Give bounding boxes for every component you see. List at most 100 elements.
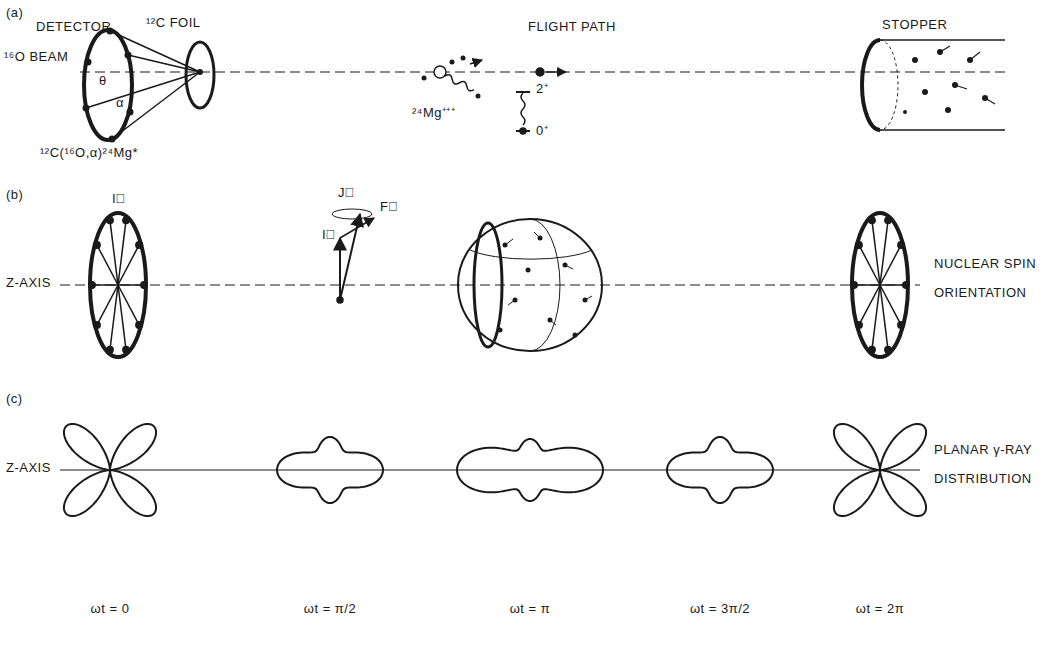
drawing-part: [422, 76, 427, 81]
drawing-part: [498, 328, 503, 333]
gamma-transition: [521, 93, 525, 125]
drawing-part: [127, 109, 134, 116]
random-spin-arrows: [505, 232, 592, 325]
spin-spoke: [872, 285, 880, 350]
drawing-part: [461, 56, 466, 61]
stopper-wall: [880, 39, 1005, 41]
panel-a: [80, 28, 1010, 143]
level-dot: [520, 128, 526, 134]
stopper-rim: [880, 40, 898, 130]
spin-spoke: [110, 220, 118, 285]
panel-b: [60, 209, 920, 357]
recoil-arrow: [546, 71, 566, 73]
drawing-part: [450, 60, 455, 65]
spin-spoke: [880, 285, 888, 350]
spin-dot: [89, 282, 95, 288]
drawing-part: [903, 110, 907, 114]
stopped-nuclei: [903, 49, 988, 114]
spin-dot: [123, 346, 129, 352]
spin-dot: [898, 242, 904, 248]
label: θ: [99, 74, 107, 89]
recoil-arrow: [470, 60, 482, 64]
drawing-part: [83, 105, 90, 112]
spin-disc: [90, 213, 146, 357]
spin-dot: [856, 322, 862, 328]
detector-ring: [84, 30, 132, 140]
gamma-distribution: [834, 424, 926, 516]
spin-dot: [136, 242, 142, 248]
label: (c): [6, 392, 23, 407]
level-2plus: [516, 91, 530, 93]
spin-dot: [141, 282, 147, 288]
spin-dot: [885, 217, 891, 223]
label: ²⁴Mg⁺⁺⁺: [412, 106, 455, 121]
label: ωt = 3π/2: [690, 602, 750, 617]
drawing-part: [109, 136, 116, 143]
drawing-part: [922, 89, 928, 95]
z-axis: [60, 284, 920, 285]
spin-dot: [136, 322, 142, 328]
label: Z-AXIS: [6, 461, 51, 476]
spin-vector-f: [340, 218, 374, 238]
spin-spoke: [118, 245, 139, 285]
recoil-nucleus: [536, 68, 544, 76]
spin-dot: [903, 282, 909, 288]
spin-dot: [869, 217, 875, 223]
panel-c: [60, 424, 926, 516]
label: ωt = 2π: [856, 602, 904, 617]
random-spins: [498, 236, 588, 338]
label: ¹²C FOIL: [146, 16, 201, 31]
spin-dot: [94, 322, 100, 328]
label: α: [116, 96, 124, 111]
spin-dot: [107, 346, 113, 352]
spin-spoke: [118, 220, 126, 285]
label: Z-AXIS: [6, 276, 51, 291]
spin-dot: [856, 242, 862, 248]
spin-spoke: [97, 285, 118, 325]
label: F⃗: [380, 200, 398, 215]
spin-disc: [852, 213, 908, 357]
label: (a): [6, 6, 23, 21]
alpha-track: [86, 72, 200, 108]
spin-vector-j: [340, 214, 360, 300]
spin-dot: [94, 242, 100, 248]
gamma-wiggle: [444, 73, 476, 92]
stopper-wall: [880, 129, 1005, 131]
label: (b): [6, 188, 23, 203]
drawing-part: [85, 59, 92, 66]
drawing-part: [573, 333, 578, 338]
spin-dot: [885, 346, 891, 352]
precession-cone: [332, 209, 372, 219]
gamma-distribution: [64, 424, 156, 516]
drawing-part: [912, 57, 918, 63]
recoil-nucleus: [434, 66, 446, 78]
drawing-part: [125, 52, 132, 59]
spin-dot: [898, 322, 904, 328]
spin-spoke: [880, 220, 888, 285]
gamma-distributions: [64, 424, 926, 516]
label: ωt = 0: [91, 602, 130, 617]
stopper-rim: [862, 40, 880, 130]
random-spin-ellipsoid: [474, 223, 502, 347]
aligned-spin-disc: [89, 213, 147, 357]
gamma-distribution: [457, 439, 603, 501]
label: 2⁺: [536, 82, 548, 97]
spin-spoke: [880, 245, 901, 285]
detector-dots: [83, 28, 204, 143]
spin-dot: [851, 282, 857, 288]
alpha-track: [112, 72, 200, 139]
label: PLANAR γ-RAY DISTRIBUTION: [934, 436, 1038, 493]
alpha-track: [128, 55, 200, 72]
spin-spoke: [872, 220, 880, 285]
label: STOPPER: [882, 18, 947, 33]
alpha-track: [110, 31, 200, 72]
aligned-spin-disc: [851, 213, 909, 357]
label: ωt = π/2: [304, 602, 356, 617]
label: 0⁺: [536, 124, 548, 139]
label: I⃗: [322, 228, 336, 243]
spin-dot: [869, 346, 875, 352]
label: DETECTOR: [36, 20, 111, 35]
gamma-distribution: [667, 437, 773, 503]
